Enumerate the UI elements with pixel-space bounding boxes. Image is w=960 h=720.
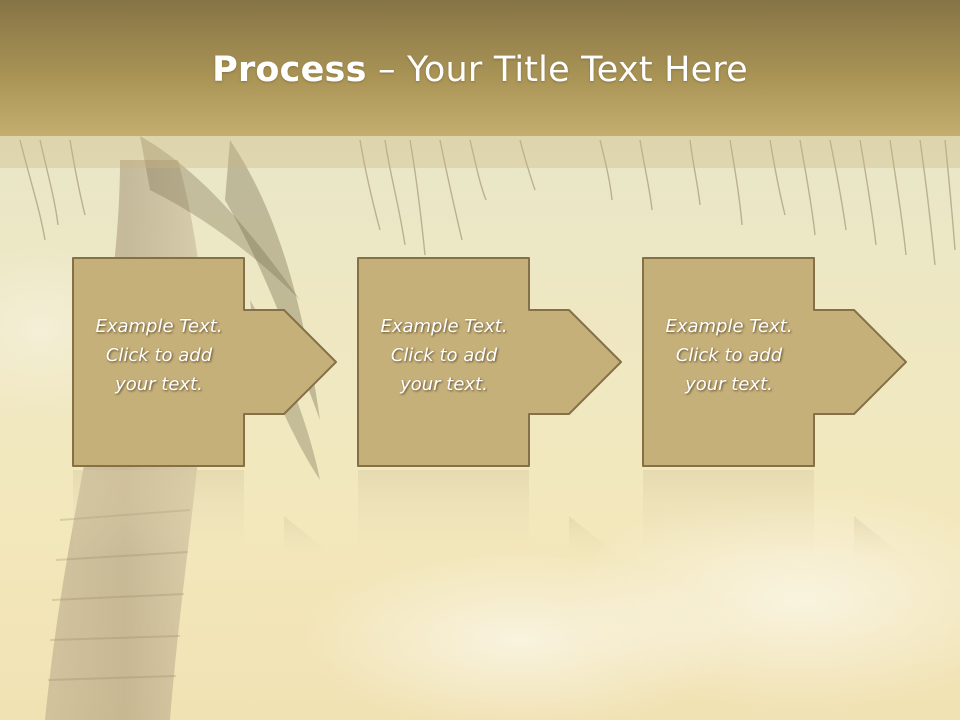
process-step-1[interactable]: Example Text. Click to add your text.: [72, 256, 342, 468]
slide-title-dash: –: [366, 50, 407, 90]
step-text-line-2: Click to add: [675, 345, 783, 366]
process-step-2[interactable]: Example Text. Click to add your text.: [357, 256, 627, 468]
step-text-line-3: your text.: [115, 374, 203, 395]
slide-title-bold: Process: [212, 50, 367, 90]
process-step-3[interactable]: Example Text. Click to add your text.: [642, 256, 912, 468]
arrow-shape-icon: [357, 257, 622, 467]
step-text[interactable]: Example Text. Click to add your text.: [642, 312, 816, 399]
step-text-line-2: Click to add: [105, 345, 213, 366]
title-band: Process – Your Title Text Here: [0, 0, 960, 136]
step-text-line-3: your text.: [400, 374, 488, 395]
arrow-shape-icon: [72, 257, 337, 467]
slide-title-rest: Your Title Text Here: [406, 50, 748, 90]
step-text-line-1: Example Text.: [95, 316, 223, 337]
step-text-line-1: Example Text.: [380, 316, 508, 337]
step-text[interactable]: Example Text. Click to add your text.: [357, 312, 531, 399]
step-reflection-1: [73, 470, 336, 558]
step-text-line-2: Click to add: [390, 345, 498, 366]
step-text[interactable]: Example Text. Click to add your text.: [72, 312, 246, 399]
slide-title[interactable]: Process – Your Title Text Here: [0, 50, 960, 90]
step-text-line-1: Example Text.: [665, 316, 793, 337]
step-text-line-3: your text.: [685, 374, 773, 395]
step-reflection-3: [643, 470, 906, 558]
step-reflection-2: [358, 470, 621, 558]
arrow-shape-icon: [642, 257, 907, 467]
